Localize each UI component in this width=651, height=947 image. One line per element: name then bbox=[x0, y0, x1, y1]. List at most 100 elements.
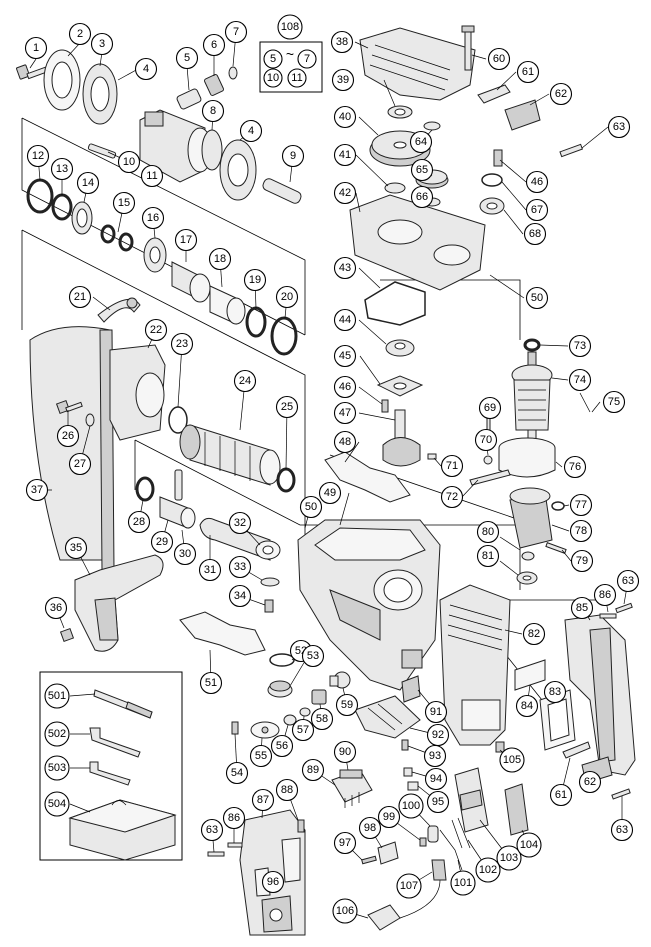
callout-label: 19 bbox=[249, 274, 261, 286]
callout-label: 104 bbox=[520, 839, 538, 851]
callout-circle bbox=[607, 115, 631, 139]
callout-circle bbox=[201, 99, 225, 123]
callout-100: 100 bbox=[398, 793, 424, 819]
callout-circle bbox=[225, 761, 249, 785]
part-37-handle bbox=[29, 326, 115, 571]
part-5-sleeve bbox=[176, 88, 202, 110]
callout-label: 63 bbox=[616, 824, 628, 836]
callout-47: 47 bbox=[333, 401, 357, 425]
part-71-key bbox=[427, 453, 437, 460]
callout-11: 11 bbox=[140, 164, 164, 188]
callout-circle bbox=[208, 247, 232, 271]
callout-label: 46 bbox=[339, 381, 351, 393]
part-84-label bbox=[514, 659, 546, 691]
callout-78: 78 bbox=[569, 519, 593, 543]
callout-circle bbox=[593, 583, 617, 607]
part-77-78-field bbox=[509, 487, 565, 549]
callout-label: 100 bbox=[402, 800, 420, 812]
part-15-rings bbox=[100, 224, 134, 252]
part-2-gasket bbox=[43, 49, 81, 111]
callout-label: 93 bbox=[429, 750, 441, 762]
part-16-cone bbox=[143, 237, 167, 273]
accessories-box bbox=[39, 671, 183, 861]
callout-label: 66 bbox=[416, 191, 428, 203]
callout-98: 98 bbox=[358, 816, 382, 840]
callout-62: 62 bbox=[549, 82, 573, 106]
callout-circle bbox=[76, 171, 100, 195]
part-12-ring bbox=[26, 178, 54, 214]
callout-label: 81 bbox=[482, 550, 494, 562]
part-29-piston bbox=[159, 496, 196, 529]
callout-label: 16 bbox=[147, 212, 159, 224]
part-27-washer bbox=[85, 413, 95, 427]
callout-circle bbox=[333, 105, 357, 129]
callout-circle bbox=[569, 493, 593, 517]
callout-75: 75 bbox=[602, 390, 626, 414]
callout-label: 69 bbox=[484, 402, 496, 414]
callout-501: 501 bbox=[44, 683, 70, 709]
part-88-screw bbox=[297, 819, 305, 833]
part-86-screw bbox=[227, 842, 243, 848]
part-64-washer bbox=[423, 121, 441, 131]
callout-36: 36 bbox=[44, 596, 68, 620]
part-76-stator-ring bbox=[498, 437, 556, 478]
part-54-screw bbox=[231, 721, 239, 735]
callout-10: 10 bbox=[117, 150, 141, 174]
callout-label: 22 bbox=[150, 324, 162, 336]
callout-63: 63 bbox=[607, 115, 631, 139]
callout-label: 86 bbox=[228, 812, 240, 824]
part-503-hex-key bbox=[89, 761, 131, 786]
callout-label: 3 bbox=[99, 38, 105, 50]
callout-circle bbox=[410, 185, 434, 209]
callout-94: 94 bbox=[424, 767, 448, 791]
part-62-latch bbox=[504, 99, 541, 131]
callout-label: 67 bbox=[531, 204, 543, 216]
callout-circle bbox=[144, 318, 168, 342]
callout-layer: 1234567849101112131415161718192021222324… bbox=[24, 14, 640, 924]
callout-82: 82 bbox=[522, 622, 546, 646]
part-52-o-ring bbox=[269, 653, 295, 667]
callout-label: 30 bbox=[179, 548, 191, 560]
callout-label: 2 bbox=[77, 28, 83, 40]
callout-circle bbox=[410, 158, 434, 182]
callout-label: 85 bbox=[576, 602, 588, 614]
part-10-pin bbox=[87, 143, 117, 159]
callout-circle bbox=[335, 693, 359, 717]
part-1-screw bbox=[16, 64, 51, 80]
callout-label: 23 bbox=[176, 338, 188, 350]
callout-label: 92 bbox=[432, 729, 444, 741]
callout-label: 12 bbox=[32, 150, 44, 162]
callout-circle bbox=[44, 596, 68, 620]
callout-25: 25 bbox=[275, 395, 299, 419]
part-7-washer bbox=[228, 66, 238, 80]
callout-label: 44 bbox=[339, 314, 351, 326]
callout-label: 32 bbox=[234, 517, 246, 529]
callout-33: 33 bbox=[228, 555, 252, 579]
callout-label: 11 bbox=[291, 72, 302, 84]
callout-label: 79 bbox=[576, 555, 588, 567]
callout-66: 66 bbox=[410, 185, 434, 209]
callout-label: 50 bbox=[305, 501, 317, 513]
callout-label: 502 bbox=[48, 728, 66, 740]
callout-label: 11 bbox=[146, 170, 157, 182]
callout-circle bbox=[516, 832, 542, 858]
part-63-screw bbox=[559, 143, 584, 158]
part-101-lead bbox=[439, 829, 463, 871]
part-85-rear-handle bbox=[564, 614, 636, 776]
callout-label: 59 bbox=[341, 699, 353, 711]
callout-69: 69 bbox=[478, 396, 502, 420]
part-93-screw bbox=[401, 739, 409, 751]
part-35-side-grip bbox=[74, 554, 164, 652]
callout-label: 98 bbox=[364, 822, 376, 834]
part-46-screw bbox=[381, 399, 389, 413]
callout-label: 8 bbox=[210, 105, 216, 117]
callout-circle bbox=[297, 49, 317, 69]
part-46-screw bbox=[493, 149, 503, 167]
callout-72: 72 bbox=[440, 485, 464, 509]
callout-38: 38 bbox=[330, 30, 354, 54]
callout-circle bbox=[333, 740, 357, 764]
kit-108-item-10: 10 bbox=[263, 68, 283, 88]
callout-circle bbox=[333, 401, 357, 425]
callout-circle bbox=[424, 767, 448, 791]
callout-62: 62 bbox=[578, 770, 602, 794]
